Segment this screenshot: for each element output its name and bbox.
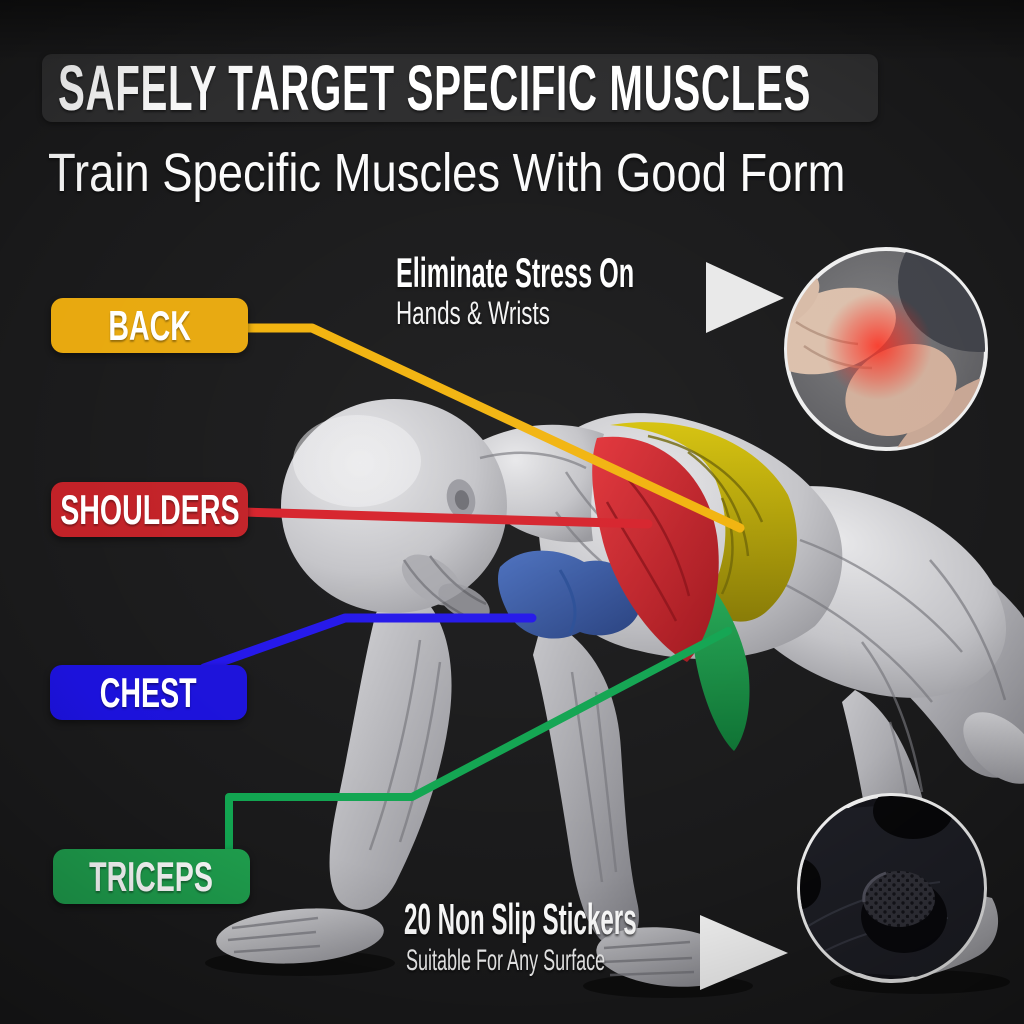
muscle-label-back-text: BACK [108,301,191,349]
anatomy-figure [216,399,1024,987]
page-title: SAFELY TARGET SPECIFIC MUSCLES [58,52,811,124]
muscle-label-shoulders-text: SHOULDERS [59,485,240,533]
arrow-right-icon-bottom [700,915,788,990]
muscle-back-highlight [610,422,797,622]
leader-line-triceps [225,627,732,858]
wrists-callout-title: Eliminate Stress On [396,249,635,296]
title-bar: SAFELY TARGET SPECIFIC MUSCLES [42,52,878,124]
page-subtitle: Train Specific Muscles With Good Form [48,143,846,203]
leader-line-back [242,323,745,533]
stickers-callout-title: 20 Non Slip Stickers [404,895,637,944]
muscle-back-striations [647,434,764,595]
muscle-label-chest-text: CHEST [100,668,197,716]
muscle-label-triceps: TRICEPS [53,849,250,904]
muscle-chest-divider [558,569,577,634]
muscle-shoulder-highlight [592,436,719,662]
figure-ear [446,479,476,519]
photo-sticker-pad [863,871,935,927]
stickers-callout-subtitle: Suitable For Any Surface [406,944,606,977]
arrow-right-icon-top [706,262,784,333]
non-slip-sticker-photo [797,793,987,983]
muscle-label-back: BACK [51,298,248,353]
leader-line-chest [199,613,537,673]
muscle-label-chest: CHEST [50,665,247,720]
figure-far-arm [329,584,452,910]
pain-glow [824,292,932,400]
photo-foot-left [800,858,821,910]
figure-extended-foot [963,712,1024,784]
muscle-label-triceps-text: TRICEPS [89,852,214,900]
muscle-label-shoulders: SHOULDERS [51,482,248,537]
figure-near-arm [533,618,639,947]
leader-line-shoulders [238,507,653,529]
wrists-callout-subtitle: Hands & Wrists [396,295,550,331]
figure-jaw-muscles [401,554,490,621]
